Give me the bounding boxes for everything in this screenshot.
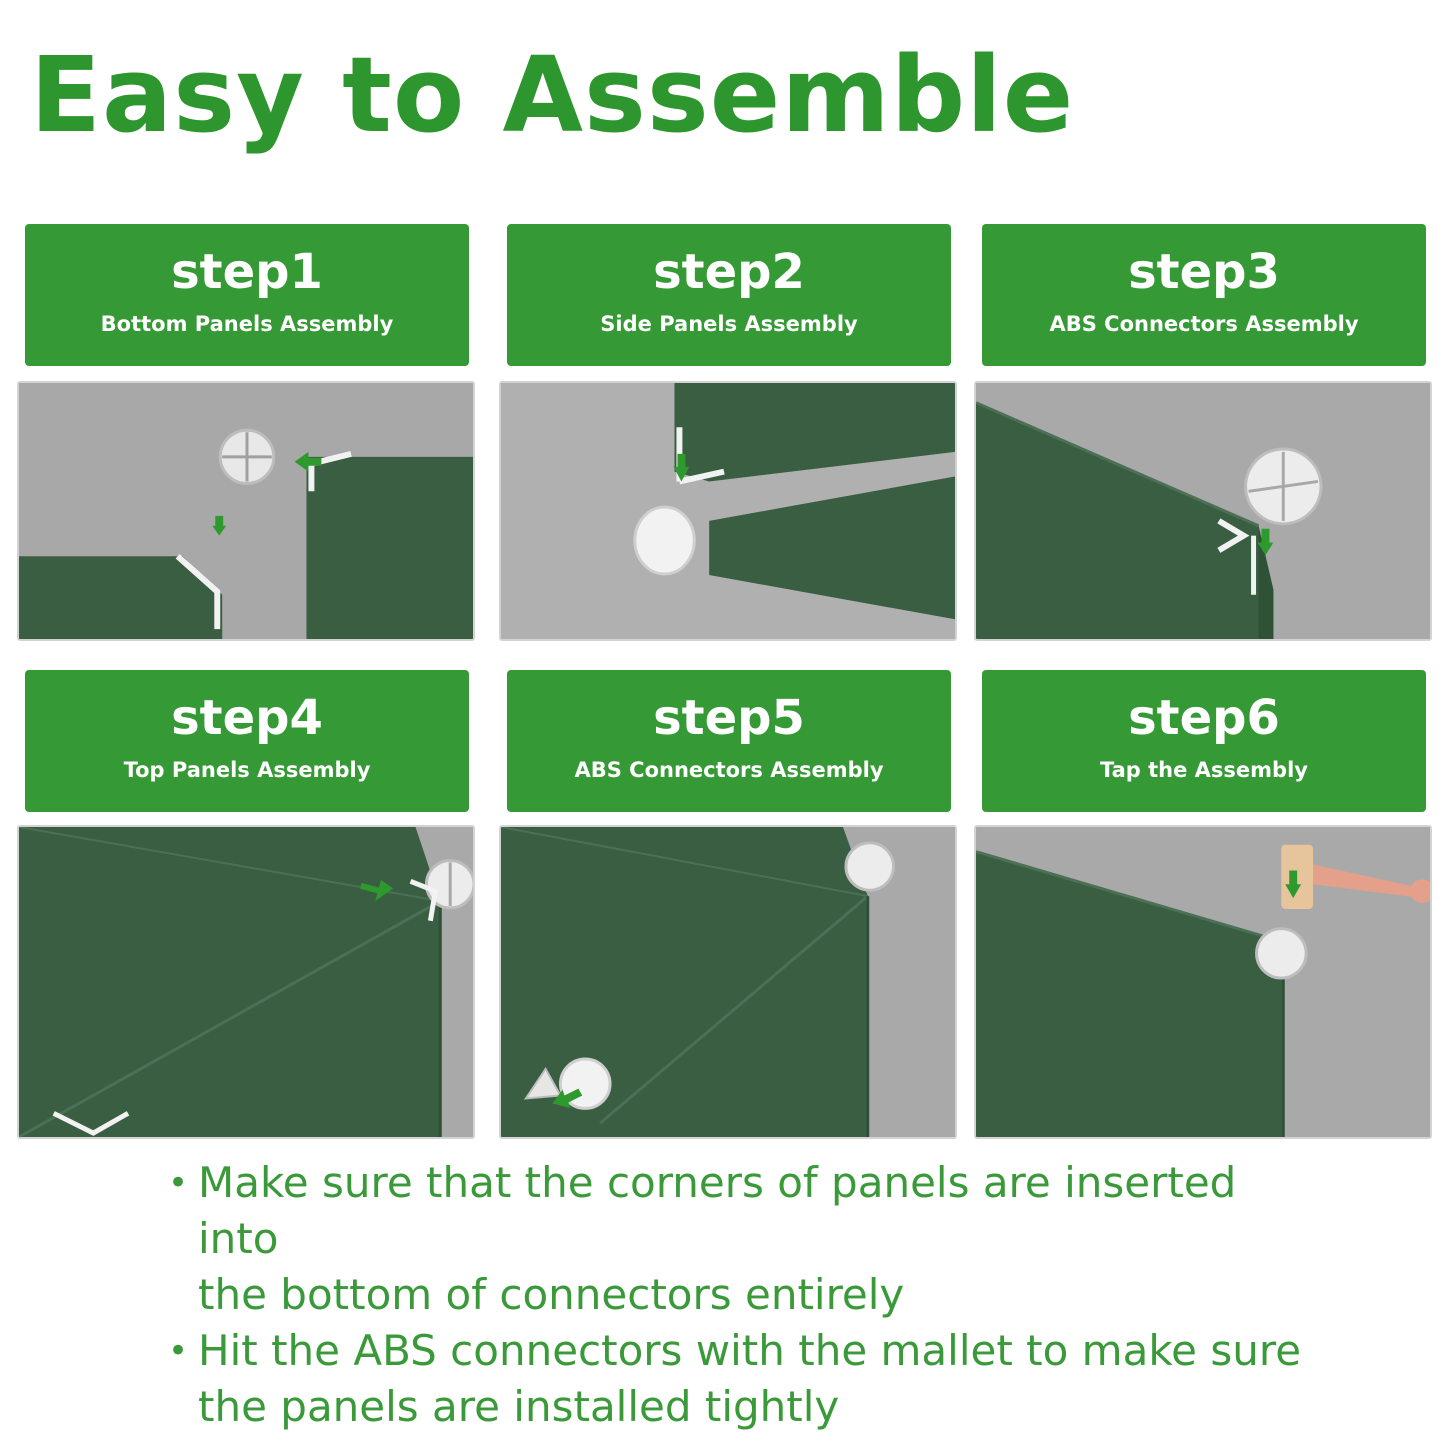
step3-image — [974, 381, 1432, 641]
page-title: Easy to Assemble — [30, 34, 1075, 156]
step5-header: step5 ABS Connectors Assembly — [507, 670, 951, 812]
step2-header: step2 Side Panels Assembly — [507, 224, 951, 366]
step5-title: step5 — [653, 690, 805, 746]
step2-title: step2 — [653, 244, 805, 300]
step1-header: step1 Bottom Panels Assembly — [25, 224, 469, 366]
step5-image — [499, 825, 957, 1139]
note-1-line-2: the bottom of connectors entirely — [198, 1270, 905, 1319]
note-2-line-1: Hit the ABS connectors with the mallet t… — [198, 1326, 1302, 1375]
note-1-line-1: Make sure that the corners of panels are… — [198, 1158, 1237, 1263]
step6-subtitle: Tap the Assembly — [1100, 758, 1308, 782]
step6-header: step6 Tap the Assembly — [982, 670, 1426, 812]
note-2-line-2: the panels are installed tightly — [198, 1382, 840, 1431]
step3-title: step3 — [1128, 244, 1280, 300]
step6-title: step6 — [1128, 690, 1280, 746]
step5-subtitle: ABS Connectors Assembly — [574, 758, 884, 782]
step4-image — [17, 825, 475, 1139]
step2-subtitle: Side Panels Assembly — [600, 312, 858, 336]
step3-header: step3 ABS Connectors Assembly — [982, 224, 1426, 366]
note-1: • Make sure that the corners of panels a… — [168, 1155, 1318, 1323]
step4-subtitle: Top Panels Assembly — [123, 758, 371, 782]
step1-subtitle: Bottom Panels Assembly — [100, 312, 394, 336]
step4-title: step4 — [171, 690, 323, 746]
step6-image — [974, 825, 1432, 1139]
bullet-icon: • — [168, 1331, 189, 1371]
step1-title: step1 — [171, 244, 323, 300]
note-2: • Hit the ABS connectors with the mallet… — [168, 1323, 1318, 1435]
step2-image — [499, 381, 957, 641]
assembly-notes: • Make sure that the corners of panels a… — [168, 1155, 1318, 1435]
step3-subtitle: ABS Connectors Assembly — [1049, 312, 1359, 336]
step4-header: step4 Top Panels Assembly — [25, 670, 469, 812]
step1-image — [17, 381, 475, 641]
bullet-icon: • — [168, 1163, 189, 1203]
